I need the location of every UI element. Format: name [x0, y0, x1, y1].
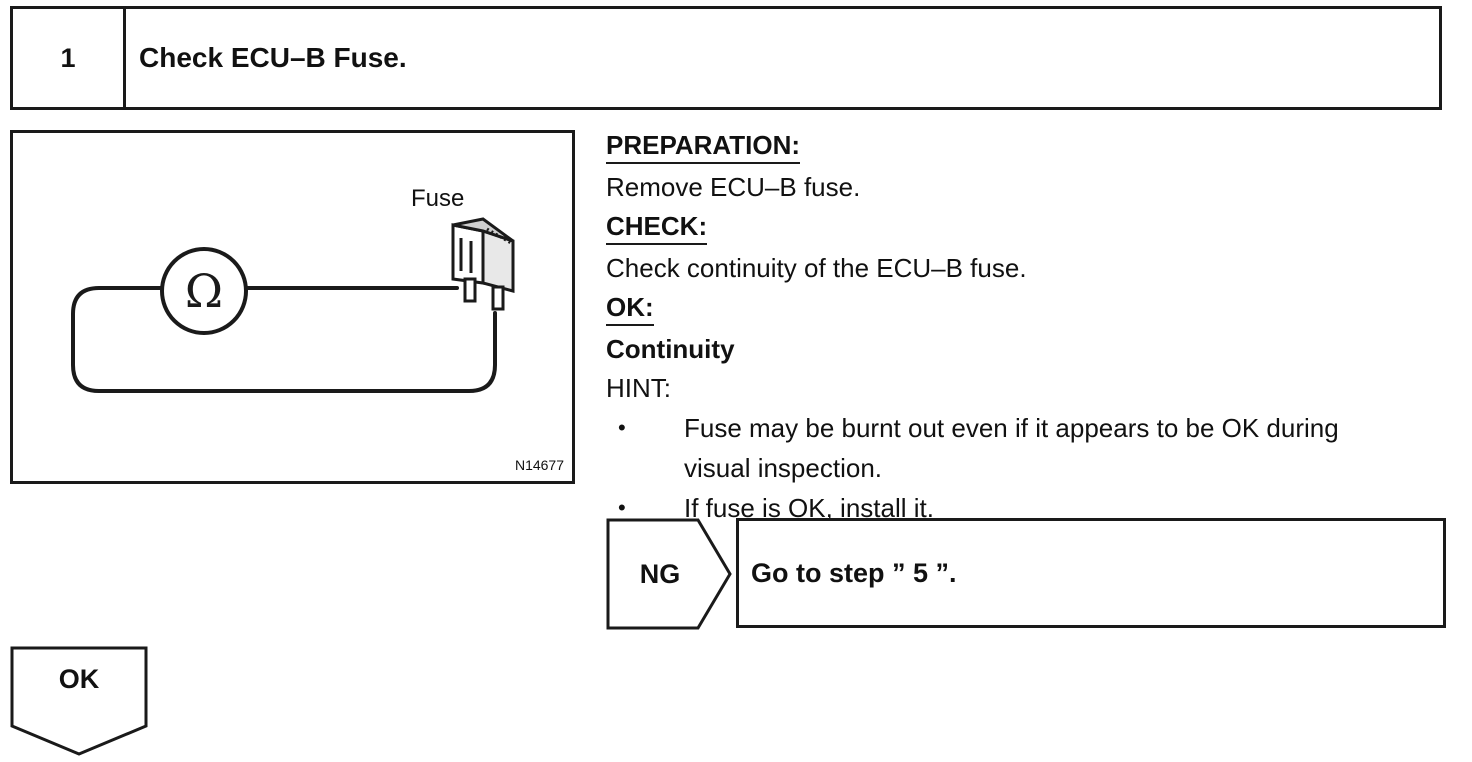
ng-label: NG — [639, 558, 681, 589]
ng-branch: NG Go to step ” 5 ”. — [606, 518, 1448, 630]
check-heading: CHECK: — [606, 210, 708, 245]
ok-heading: OK: — [606, 291, 654, 326]
preparation-text: Remove ECU–B fuse. — [606, 172, 861, 202]
bullet-icon: • — [618, 415, 626, 440]
check-text: Check continuity of the ECU–B fuse. — [606, 253, 1027, 283]
ohmmeter-icon — [160, 247, 248, 335]
continuity-diagram: Ω Fuse N14677 — [10, 130, 575, 484]
hint-list: • Fuse may be burnt out even if it appea… — [606, 408, 1456, 528]
hint-1-line1: Fuse may be burnt out even if it appears… — [684, 413, 1339, 443]
fuse-label: Fuse — [411, 185, 465, 212]
ohm-symbol: Ω — [185, 264, 223, 318]
preparation-heading: PREPARATION: — [606, 129, 801, 164]
bullet-icon: • — [618, 495, 626, 520]
ok-branch: OK — [10, 646, 150, 758]
ng-arrow-icon — [606, 518, 732, 630]
wire-loop — [71, 286, 497, 393]
hint-1-line2: visual inspection. — [684, 453, 882, 483]
ok-arrow-icon — [10, 646, 148, 756]
ng-target: Go to step ” 5 ”. — [736, 518, 1446, 628]
step-number: 1 — [13, 9, 126, 107]
fuse-icon — [451, 217, 515, 311]
step-title: Check ECU–B Fuse. — [139, 42, 407, 73]
list-item: • Fuse may be burnt out even if it appea… — [606, 408, 1456, 488]
figure-code: N14677 — [514, 457, 564, 473]
instruction-text: PREPARATION: Remove ECU–B fuse. CHECK: C… — [606, 126, 1456, 528]
ok-value: Continuity — [606, 334, 735, 364]
ok-label: OK — [58, 664, 100, 694]
step-header: 1 Check ECU–B Fuse. — [10, 6, 1442, 110]
circuit-drawing: Ω — [71, 217, 515, 393]
hint-label: HINT: — [606, 373, 671, 403]
